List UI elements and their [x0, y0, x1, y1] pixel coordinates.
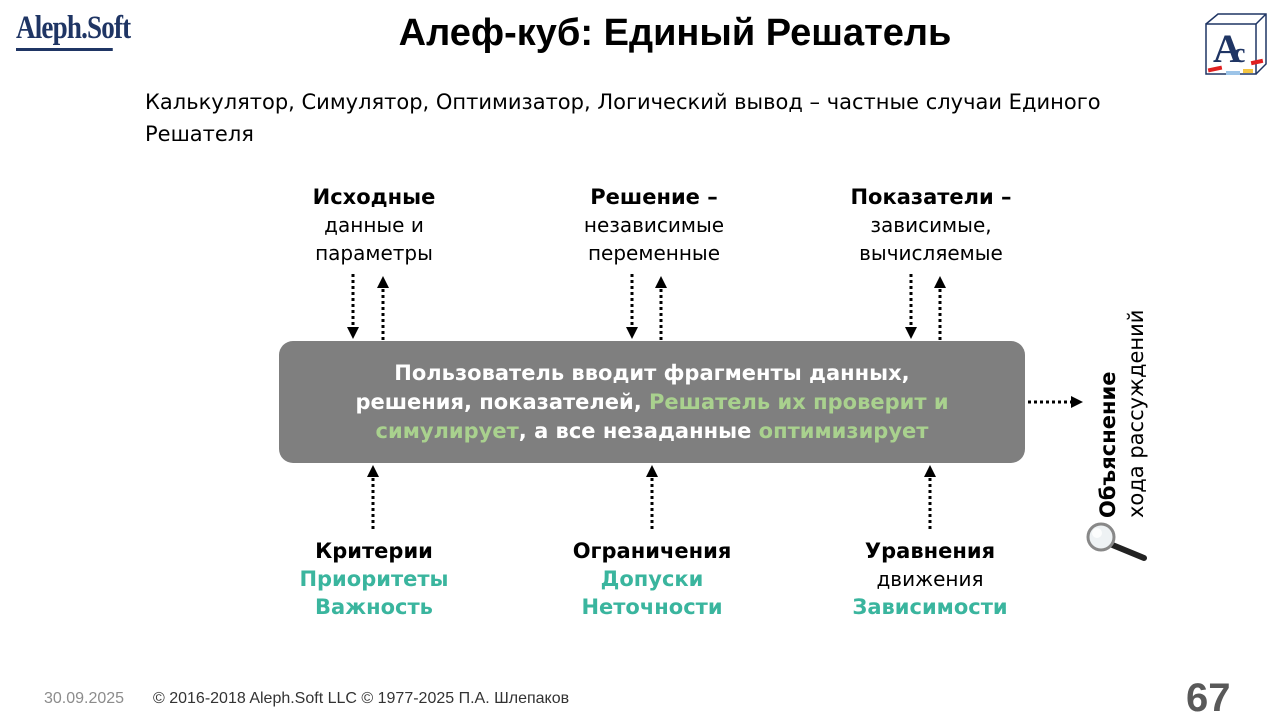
indicators-line: вычисляемые — [859, 241, 1003, 265]
alephcube-logo: A c — [1205, 13, 1267, 75]
solver-box: Пользователь вводит фрагменты данных, ре… — [279, 341, 1025, 463]
page-title: Алеф-куб: Единый Решатель — [398, 12, 952, 54]
solution-heading: Решение – — [590, 185, 718, 209]
indicators-heading: Показатели – — [850, 185, 1012, 209]
box-highlight: симулирует — [375, 418, 519, 443]
magnifier-icon — [1086, 522, 1147, 561]
constraints-line: Допуски — [600, 567, 704, 591]
footer-date: 30.09.2025 — [44, 690, 125, 707]
explanation-text: хода рассуждений — [1124, 309, 1148, 518]
box-text: Пользователь вводит фрагменты данных, — [394, 360, 910, 385]
indicators-line: зависимые, — [870, 213, 992, 237]
explanation-label: Объяснение хода рассуждений — [1094, 286, 1154, 518]
criteria-label: Критерии Приоритеты Важность — [224, 537, 524, 621]
equations-line: Зависимости — [852, 595, 1008, 619]
equations-label: Уравнения движения Зависимости — [780, 537, 1080, 621]
inputs-label: Исходные данные и параметры — [224, 183, 524, 267]
constraints-label: Ограничения Допуски Неточности — [502, 537, 802, 621]
svg-text:A: A — [1213, 26, 1242, 71]
inputs-line: параметры — [315, 241, 433, 265]
criteria-heading: Критерии — [315, 539, 433, 563]
box-highlight: оптимизирует — [758, 418, 929, 443]
indicators-label: Показатели – зависимые, вычисляемые — [781, 183, 1081, 267]
box-text: , а все незаданные — [518, 418, 759, 443]
solution-line: переменные — [587, 241, 721, 265]
criteria-line: Важность — [315, 595, 433, 619]
inputs-line: данные и — [324, 213, 424, 237]
box-text: решения, показателей, — [355, 389, 650, 414]
svg-text:c: c — [1233, 38, 1245, 69]
constraints-line: Неточности — [581, 595, 723, 619]
alephsoft-logo: Aleph.Soft — [16, 10, 131, 51]
equations-line: движения — [876, 567, 984, 591]
explanation-heading: Объяснение — [1096, 371, 1120, 518]
page-number: 67 — [1186, 676, 1231, 720]
subtitle: Калькулятор, Симулятор, Оптимизатор, Лог… — [145, 90, 1101, 146]
solution-label: Решение – независимые переменные — [504, 183, 804, 267]
criteria-line: Приоритеты — [299, 567, 449, 591]
inputs-heading: Исходные — [312, 185, 436, 209]
solution-line: независимые — [583, 213, 725, 237]
constraints-heading: Ограничения — [572, 539, 732, 563]
box-highlight: Решатель их проверит и — [649, 389, 949, 414]
equations-heading: Уравнения — [864, 539, 996, 563]
footer-copyright: © 2016-2018 Aleph.Soft LLC © 1977-2025 П… — [153, 690, 570, 707]
